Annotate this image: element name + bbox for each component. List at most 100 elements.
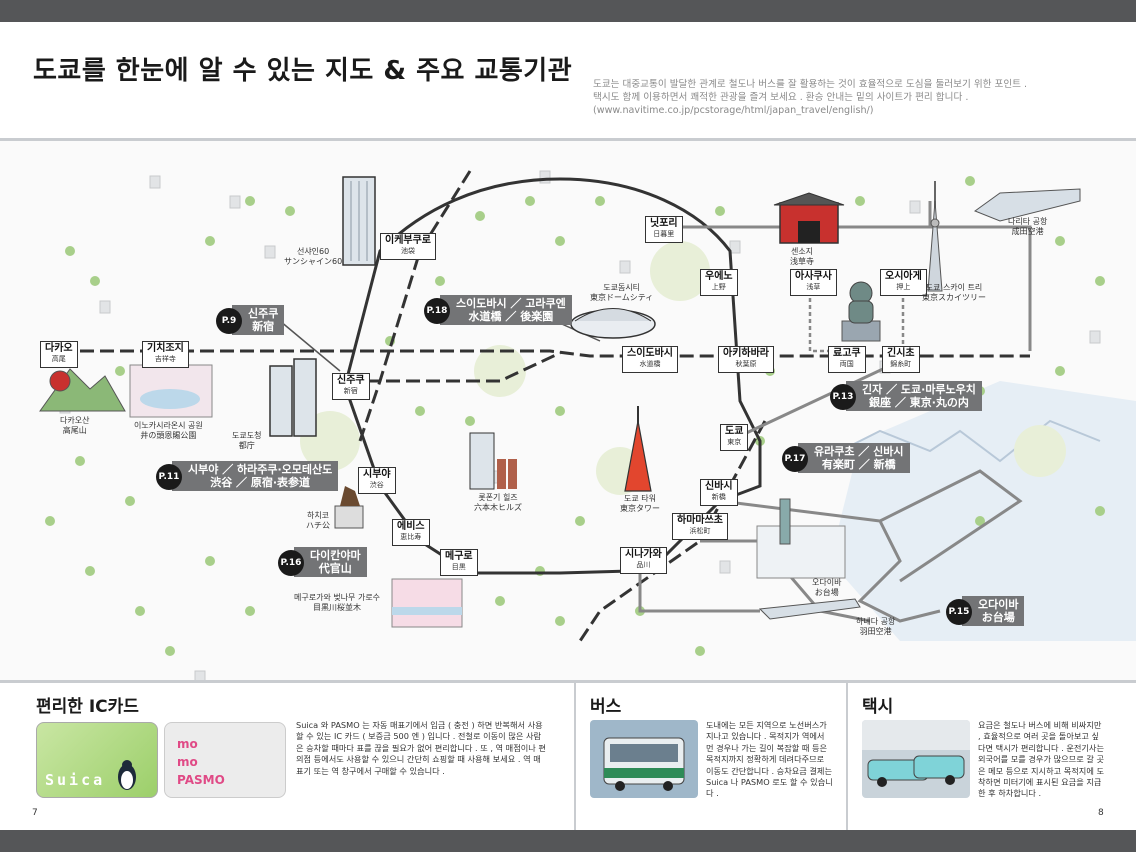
penguin-icon <box>118 760 136 790</box>
station-takao-jp: 高尾 <box>51 355 66 363</box>
area-ginza-ko: 긴자 ／ 도쿄·마루노우치 <box>862 383 976 396</box>
intro-line-2: 택시도 함께 이용하면서 쾌적한 관광을 즐겨 보세요 . 환승 안내는 밑의 … <box>593 92 969 103</box>
station-asakusa-ko: 아사쿠사 <box>795 271 832 282</box>
station-suidobashi-ko: 스이도바시 <box>627 348 673 359</box>
taxi-photo <box>862 720 970 798</box>
station-ikebukuro-ko: 이케부쿠로 <box>385 235 431 246</box>
landmark-sunshine-ko: 선샤인60 <box>296 247 330 256</box>
shinjuku-link <box>279 320 341 372</box>
station-meguro-jp: 目黒 <box>451 563 466 571</box>
yamanote-line <box>343 177 762 575</box>
area-yurakucho-jp: 有楽町 ／ 新橋 <box>821 458 896 471</box>
landmark-sensoji-ko: 센소지 <box>790 247 814 256</box>
pasmo-logo: mo mo PASMO <box>177 735 225 789</box>
page-badge-p9[interactable]: P.9 <box>216 308 242 334</box>
pasmo-card-image: mo mo PASMO <box>164 722 286 798</box>
map-bottom-divider <box>0 680 1136 683</box>
section-divider-2 <box>846 683 848 830</box>
page-badge-p11[interactable]: P.11 <box>156 464 182 490</box>
landmark-meguro-river-jp: 目黒川桜並木 <box>313 603 362 612</box>
landmark-takaosan-jp: 高尾山 <box>62 426 87 435</box>
page-badge-p18[interactable]: P.18 <box>424 298 450 324</box>
map-canvas <box>39 170 1136 680</box>
station-hamamatsucho-ko: 하마마쓰초 <box>677 515 723 526</box>
bottom-band <box>0 830 1136 852</box>
joban-line <box>358 170 472 442</box>
landmark-takaosan-ko: 다카오산 <box>60 416 90 425</box>
sumo-statue <box>841 281 881 342</box>
station-kichijoji-ko: 기치조지 <box>147 343 184 354</box>
landmark-domecity-ko: 도쿄돔시티 <box>603 283 641 292</box>
area-yurakucho-ko: 유라쿠초 ／ 신바시 <box>814 445 904 458</box>
area-ginza-jp: 銀座 ／ 東京·丸の内 <box>869 396 969 409</box>
bus-photo <box>590 720 698 798</box>
page-badge-p13[interactable]: P.13 <box>830 384 856 410</box>
skytree-tower <box>927 181 943 292</box>
landmark-roppongi-ko: 롯폰기 힐즈 <box>478 493 518 502</box>
top-band <box>0 0 1136 22</box>
station-nippori-jp: 日暮里 <box>653 230 675 238</box>
station-tokyo-jp: 東京 <box>727 438 742 446</box>
station-tokyo-ko: 도쿄 <box>725 426 744 437</box>
page-number-left: 7 <box>32 808 38 818</box>
inokashira-park <box>129 364 213 418</box>
landmark-skytree-ko: 도쿄 스카이 트리 <box>925 283 983 292</box>
page-badge-p17[interactable]: P.17 <box>782 446 808 472</box>
station-kinshicho-ko: 긴시초 <box>887 348 915 359</box>
narita-plane <box>973 188 1081 222</box>
page-badge-p16[interactable]: P.16 <box>278 550 304 576</box>
station-shinjuku-jp: 新宿 <box>343 387 358 395</box>
landmark-tower-jp: 東京タワー <box>620 504 660 513</box>
pasmo-mo-1: mo <box>177 737 198 751</box>
landmark-inokashira-jp: 井の頭恩賜公園 <box>140 431 197 440</box>
page-badge-p15[interactable]: P.15 <box>946 599 972 625</box>
suica-card-image: Suica <box>36 722 158 798</box>
rinkai-line <box>879 469 1023 583</box>
landmark-narita-jp: 成田空港 <box>1011 227 1044 236</box>
station-ebisu-jp: 恵比寿 <box>400 533 422 541</box>
station-suidobashi-jp: 水道橋 <box>639 360 661 368</box>
landmark-inokashira-ko: 이노카시라온시 공원 <box>134 421 203 430</box>
ic-card-title: 편리한 IC카드 <box>36 697 139 717</box>
taxi-title: 택시 <box>862 697 894 717</box>
station-nippori-ko: 닛포리 <box>650 218 678 229</box>
intro-text: 도쿄는 대중교통이 발달한 관계로 철도나 버스를 잘 활용하는 것이 효율적으… <box>593 78 1113 117</box>
landmark-narita-ko: 나리타 공항 <box>1008 217 1048 226</box>
landmark-haneda-ko: 하네다 공항 <box>856 617 896 626</box>
bus-body: 도내에는 모든 지역으로 노선버스가 지나고 있습니다 . 목적지가 역에서 먼… <box>706 720 833 799</box>
